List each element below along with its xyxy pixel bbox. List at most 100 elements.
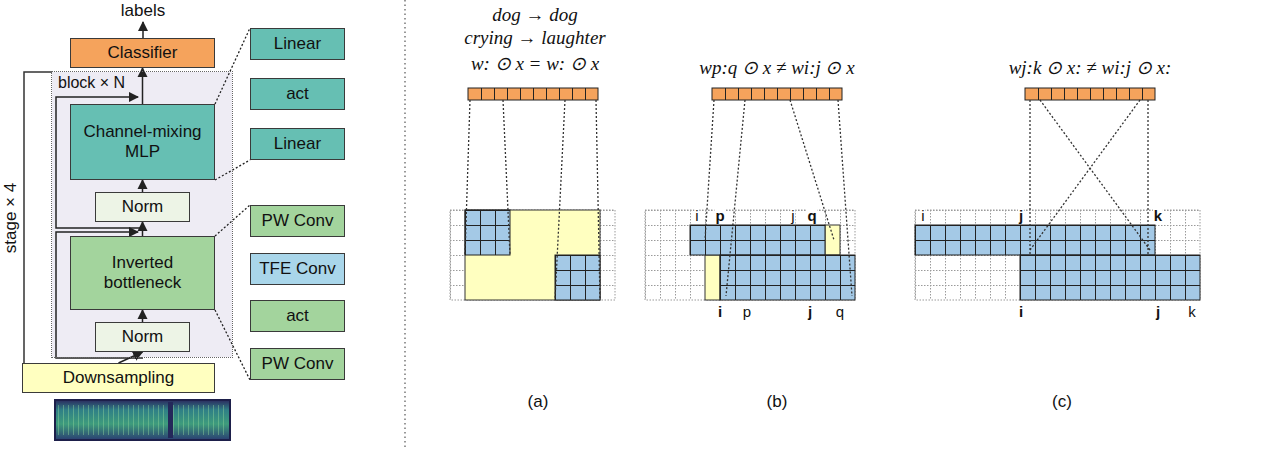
index-letter: q: [806, 207, 817, 224]
block-panel: block × NChannel-mixing MLPNormInverted …: [52, 72, 232, 357]
flow-arrow: [142, 180, 144, 192]
box-label: Classifier: [108, 43, 178, 63]
weight-bar-ticks: [481, 88, 598, 100]
output-label: labels: [121, 1, 165, 21]
box-label: act: [286, 306, 309, 326]
empty-grid: [450, 210, 615, 300]
patch-band: [690, 225, 825, 255]
patch-block: [465, 210, 510, 255]
box-label: PW Conv: [262, 211, 334, 231]
zoom-line: [215, 28, 250, 104]
text-wrap: PW Conv: [262, 354, 334, 374]
spectrogram-image: [55, 400, 230, 440]
text-wrap: block × N: [52, 72, 131, 94]
norm-box: Norm: [95, 322, 190, 352]
box-label: Downsampling: [63, 368, 175, 388]
patch-band: [915, 225, 1155, 255]
index-letter: i: [717, 303, 723, 320]
weight-bar: [712, 88, 842, 100]
region-highlight: [465, 210, 600, 300]
layer-box: act: [250, 78, 345, 110]
flow-arrow: [119, 352, 143, 363]
formula-text: w: ⊙ x = w: ⊙ x: [471, 52, 599, 75]
classifier-box: Classifier: [70, 38, 215, 68]
region-highlight: [705, 255, 720, 300]
panel-title: block × N: [58, 74, 125, 92]
panel-caption: (a): [528, 392, 549, 412]
flow-arrow: [142, 68, 144, 104]
spectrogram-gap: [168, 402, 173, 438]
formula-text: dog → dog: [492, 4, 578, 26]
box-label: Linear: [274, 134, 321, 154]
text-wrap: Channel-mixing MLP: [77, 122, 208, 161]
text-wrap: Linear: [274, 34, 321, 54]
block-panel-fill: [52, 72, 232, 357]
formula-text: wj:k ⊙ x: ≠ wi:j ⊙ x:: [1009, 56, 1172, 79]
box-label: Norm: [122, 197, 164, 217]
text-wrap: Inverted bottleneck: [77, 253, 208, 292]
box-label: PW Conv: [262, 354, 334, 374]
index-letter: k: [1187, 303, 1197, 320]
layer-box: PW Conv: [250, 348, 345, 380]
flow-arrow: [142, 310, 144, 322]
text-wrap: Norm: [122, 197, 164, 217]
zoom-line: [215, 160, 250, 180]
bottleneck-box: Inverted bottleneck: [70, 236, 215, 310]
stage-label: stage × 4: [1, 183, 21, 253]
mlp-box: Channel-mixing MLP: [70, 104, 215, 180]
layer-box: act: [250, 300, 345, 332]
weight-bar: [1025, 88, 1155, 100]
index-letter: j: [1018, 207, 1024, 224]
text-wrap: TFE Conv: [259, 259, 336, 279]
text-wrap: PW Conv: [262, 211, 334, 231]
index-letter: i: [920, 207, 925, 224]
box-label: Channel-mixing MLP: [77, 122, 208, 161]
index-letter: i: [694, 207, 699, 224]
panel-caption: (b): [767, 392, 788, 412]
layer-box: TFE Conv: [250, 253, 345, 285]
formula-text: wp:q ⊙ x ≠ wi:j ⊙ x: [699, 56, 854, 79]
box-label: Inverted bottleneck: [77, 253, 208, 292]
panel-caption: (c): [1052, 392, 1072, 412]
index-letter: p: [742, 303, 752, 320]
index-letter: j: [807, 303, 813, 320]
separator-line: [404, 0, 405, 450]
layer-box: PW Conv: [250, 205, 345, 237]
spectrogram-texture: [58, 405, 228, 435]
text-wrap: Norm: [122, 327, 164, 347]
index-letter: i: [1018, 303, 1024, 320]
patch-band: [720, 255, 855, 300]
weight-bar-ticks: [1038, 88, 1155, 100]
layer-box: Linear: [250, 128, 345, 160]
index-letter: k: [1153, 207, 1163, 224]
zoom-line: [215, 205, 250, 236]
index-letter: p: [714, 207, 725, 224]
text-wrap: Linear: [274, 134, 321, 154]
formula-text: crying → laughter: [464, 27, 605, 49]
zoom-line: [215, 310, 250, 380]
empty-grid: [645, 210, 855, 300]
stage-bracket: [24, 72, 52, 363]
weight-bar-ticks: [725, 88, 842, 100]
box-label: Linear: [274, 34, 321, 54]
index-letter: j: [1155, 303, 1161, 320]
downsampling-box: Downsampling: [22, 363, 215, 393]
index-letter: q: [835, 303, 845, 320]
text-wrap: act: [286, 306, 309, 326]
text-wrap: act: [286, 84, 309, 104]
projection-line: [1030, 100, 1150, 255]
norm-box: Norm: [95, 192, 190, 222]
patch-block: [555, 255, 600, 300]
weight-bar: [468, 88, 598, 100]
box-label: Norm: [122, 327, 164, 347]
projection-line: [465, 100, 600, 300]
index-letter: j: [790, 207, 795, 224]
box-label: TFE Conv: [259, 259, 336, 279]
text-wrap: Downsampling: [63, 368, 175, 388]
output-arrow: [142, 22, 144, 38]
region-highlight: [825, 225, 840, 255]
patch-band: [1020, 255, 1200, 300]
box-label: act: [286, 84, 309, 104]
flow-arrow: [142, 222, 144, 236]
projection-line: [705, 100, 852, 296]
